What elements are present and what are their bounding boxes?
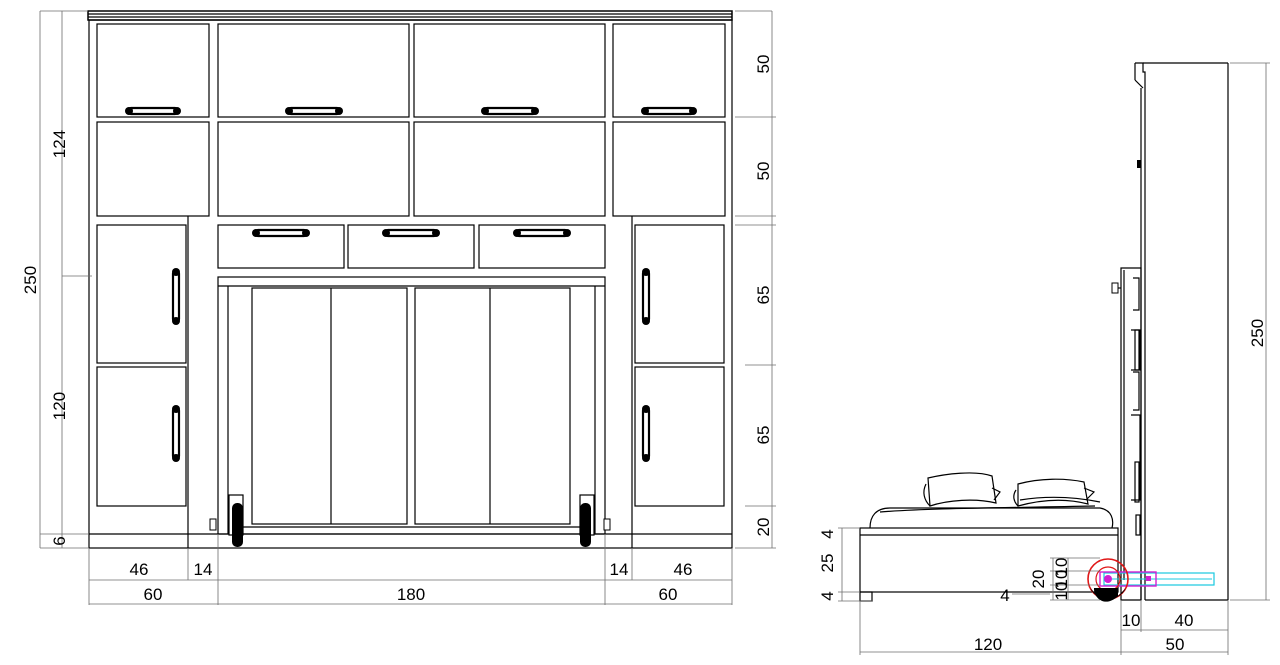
dim-label: 46 xyxy=(674,560,693,579)
dim-label: 4 xyxy=(818,529,837,538)
dim-label: 50 xyxy=(1166,635,1185,654)
dim-label: 10 xyxy=(1122,611,1141,630)
dim-label: 20 xyxy=(754,518,773,537)
handle[interactable] xyxy=(125,106,181,116)
cabinet-outline xyxy=(88,19,733,549)
dim-label: 25 xyxy=(818,554,837,573)
left-tower-doors xyxy=(96,224,187,507)
right-tower-doors xyxy=(634,224,725,507)
drawers xyxy=(217,224,606,269)
handle[interactable] xyxy=(481,106,539,116)
dim-label: 50 xyxy=(754,55,773,74)
side-cabinet xyxy=(1111,62,1229,601)
handle[interactable] xyxy=(171,405,181,462)
side-dimension-labels: 250 4 25 4 20 10 10 10 4 10 40 120 50 xyxy=(818,319,1267,654)
dim-label: 180 xyxy=(397,585,425,604)
dim-label: 6 xyxy=(50,536,69,545)
leg-mechanism-left xyxy=(209,494,244,547)
upper-doors-row-1 xyxy=(96,23,726,118)
side-view: 250 4 25 4 20 10 10 10 4 10 40 120 50 xyxy=(818,62,1270,655)
side-dimension-lines xyxy=(838,62,1270,655)
dim-label: 10 xyxy=(1052,558,1071,577)
dim-label: 60 xyxy=(144,585,163,604)
dim-label: 20 xyxy=(1029,570,1048,589)
dim-label: 120 xyxy=(974,635,1002,654)
front-dimension-labels: 50 50 65 65 20 124 250 120 6 46 14 14 46… xyxy=(21,55,773,604)
dim-label: 4 xyxy=(818,591,837,600)
handle[interactable] xyxy=(641,106,697,116)
dim-label: 250 xyxy=(21,266,40,294)
front-dimension-lines xyxy=(39,10,776,605)
crown-molding xyxy=(87,10,733,21)
side-bed xyxy=(859,472,1215,602)
dim-label: 14 xyxy=(610,560,629,579)
pivot-mechanism xyxy=(1087,558,1215,602)
dim-label: 65 xyxy=(754,426,773,445)
upper-doors-row-2 xyxy=(96,121,726,217)
dim-label: 10 xyxy=(1052,570,1071,589)
dim-label: 60 xyxy=(659,585,678,604)
handle[interactable] xyxy=(641,405,651,462)
handle[interactable] xyxy=(641,268,651,325)
dim-label: 65 xyxy=(754,286,773,305)
dim-label: 120 xyxy=(50,392,69,420)
dim-label: 250 xyxy=(1248,319,1267,347)
handle[interactable] xyxy=(285,106,343,116)
front-view: 50 50 65 65 20 124 250 120 6 46 14 14 46… xyxy=(21,10,776,605)
handle[interactable] xyxy=(382,228,440,238)
handle[interactable] xyxy=(252,228,310,238)
dim-label: 4 xyxy=(1000,586,1009,605)
leg-mechanism-right xyxy=(579,494,611,547)
dim-label: 50 xyxy=(754,162,773,181)
handle[interactable] xyxy=(513,228,571,238)
handle[interactable] xyxy=(171,268,181,325)
dim-label: 14 xyxy=(194,560,213,579)
dim-label: 124 xyxy=(50,130,69,158)
dim-label: 40 xyxy=(1175,611,1194,630)
dim-label: 10 xyxy=(1052,582,1071,601)
wall-bed xyxy=(209,276,611,547)
dim-label: 46 xyxy=(130,560,149,579)
